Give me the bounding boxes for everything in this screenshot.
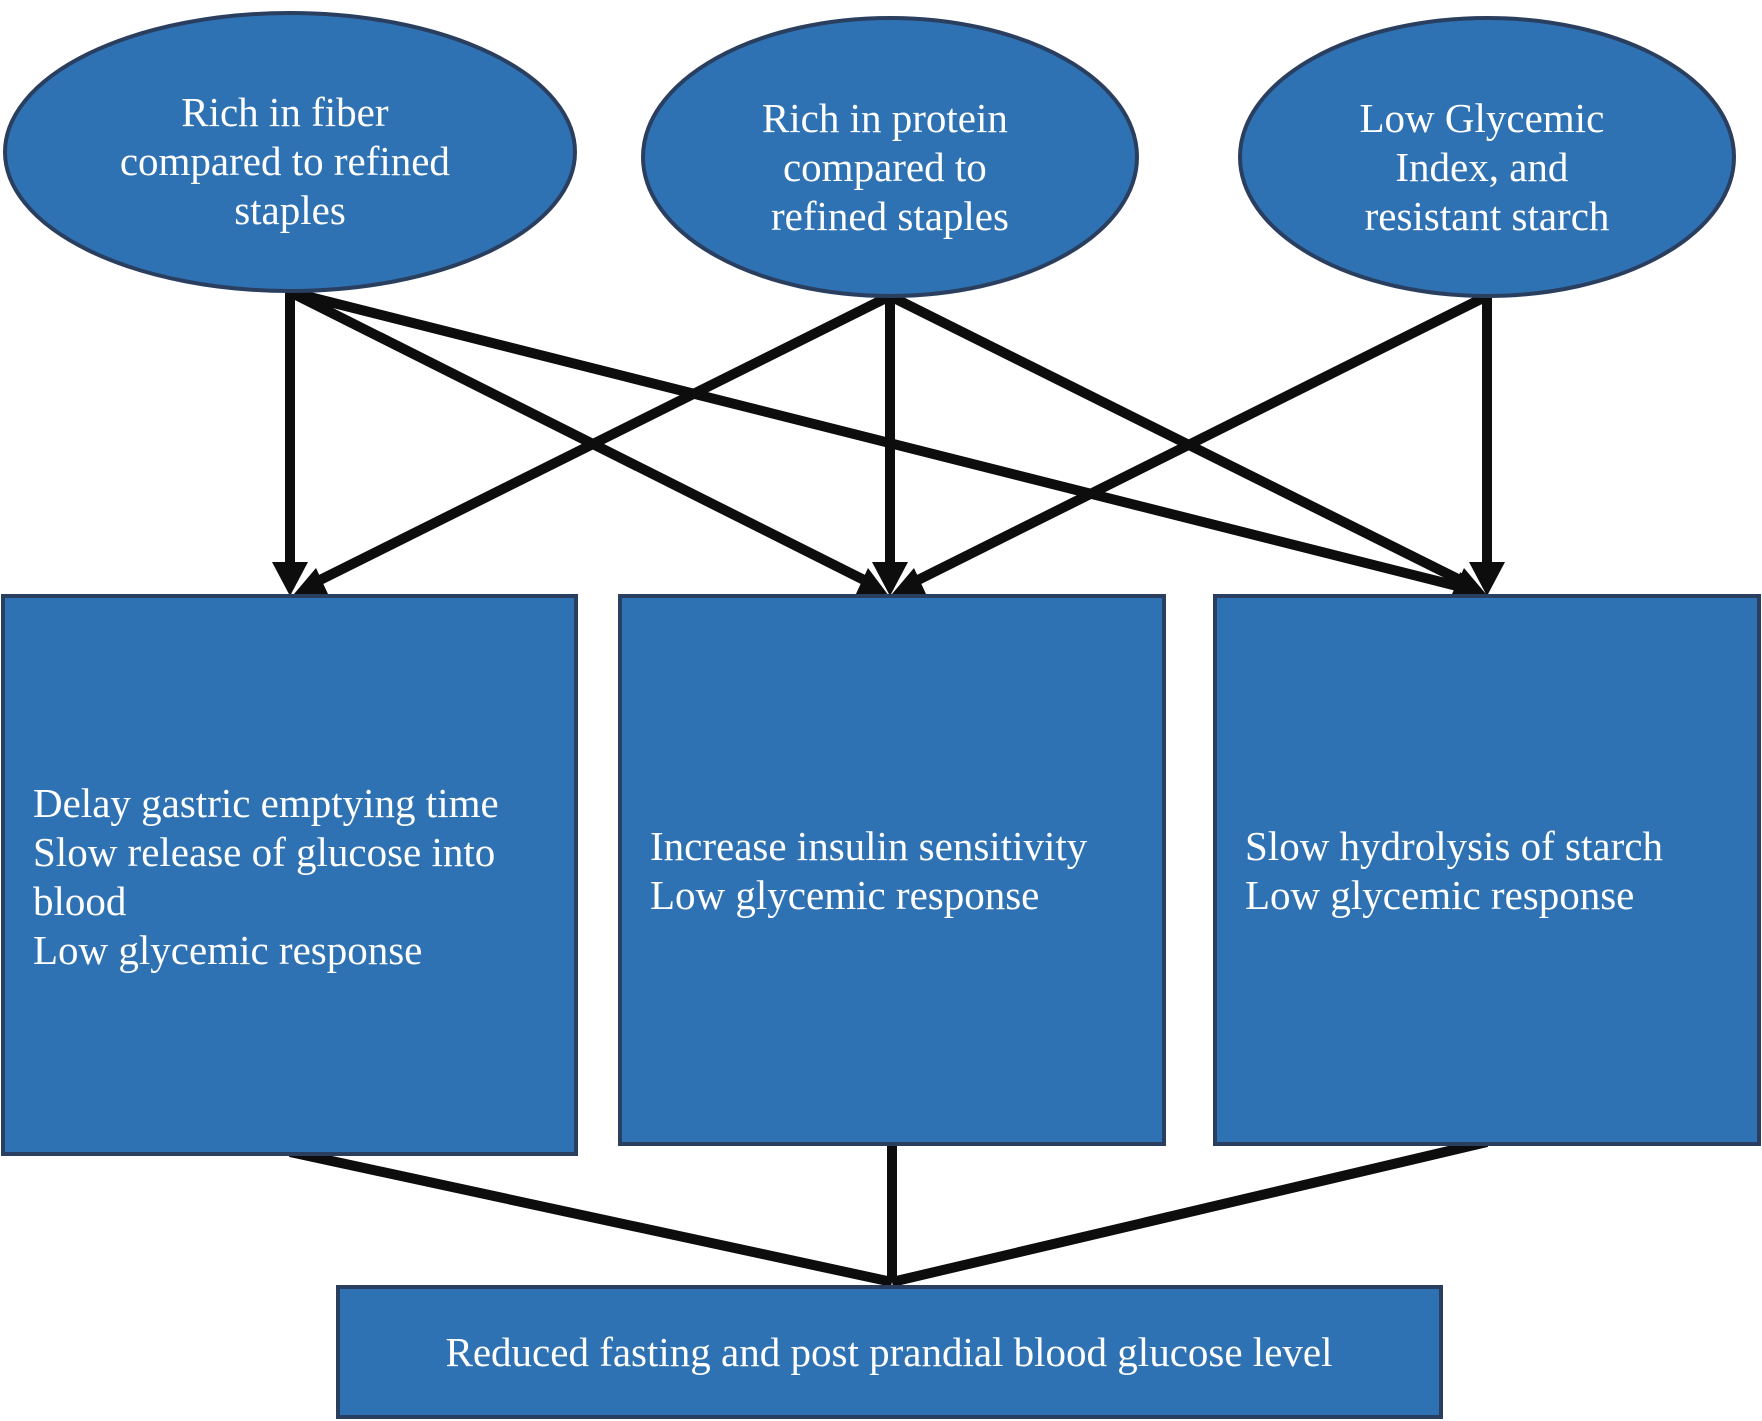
edge-fiber-starch [288, 287, 1467, 593]
effect-node-insulin: Increase insulin sensitivity Low glycemi… [618, 594, 1166, 1146]
svg-text:Increase insulin sensitivity: Increase insulin sensitivity Low glycemi… [650, 823, 1098, 918]
effect-insulin-line-1: Increase insulin sensitivity [650, 823, 1088, 869]
svg-text:Slow hydrolysis of starch: Slow hydrolysis of starch Low glycemic r… [1245, 823, 1673, 918]
arrowhead-protein-starch [1452, 568, 1486, 594]
effect-node-starch: Slow hydrolysis of starch Low glycemic r… [1213, 594, 1761, 1146]
edge-protein-gastric [309, 291, 893, 589]
edge-gastric-glucose [288, 1147, 894, 1287]
outcome-edges-layer [288, 1137, 1489, 1287]
source-node-gi: Low Glycemic Index, and resistant starch [1238, 16, 1736, 298]
source-gi-line-3: resistant starch [1365, 193, 1610, 239]
effect-gastric-line-2: Slow release of glucose into [33, 829, 495, 875]
source-node-protein: Rich in protein compared to refined stap… [641, 16, 1139, 298]
svg-text:Rich in protein compared: Rich in protein compared to refined stap… [762, 95, 1018, 239]
source-gi-line-2: Index, and [1395, 144, 1568, 190]
source-fiber-line-2: compared to refined [120, 138, 450, 184]
effect-insulin-line-2: Low glycemic response [650, 872, 1039, 918]
svg-text:Delay gastric emptying time: Delay gastric emptying time Slow release… [33, 780, 509, 973]
source-node-fiber: Rich in fiber compared to refined staple… [3, 11, 577, 293]
arrowhead-fiber-insulin [855, 568, 889, 596]
arrowhead-gi-insulin [892, 568, 926, 594]
effect-gastric-line-1: Delay gastric emptying time [33, 780, 499, 826]
source-protein-line-3: refined staples [771, 193, 1009, 239]
source-gi-line-1: Low Glycemic [1359, 95, 1604, 141]
effect-starch-line-2: Low glycemic response [1245, 872, 1634, 918]
effect-starch-line-1: Slow hydrolysis of starch [1245, 823, 1663, 869]
source-protein-line-1: Rich in protein [762, 95, 1008, 141]
edge-gi-insulin [907, 291, 1490, 589]
effect-gastric-line-3: blood [33, 878, 126, 924]
arrowhead-protein-gastric [294, 568, 328, 594]
arrowhead-protein-insulin [872, 562, 908, 596]
edges-layer [272, 287, 1505, 600]
source-fiber-line-3: staples [234, 187, 346, 233]
source-fiber-line-1: Rich in fiber [181, 89, 389, 135]
svg-text:Low Glycemic Index, and: Low Glycemic Index, and resistant starch [1359, 95, 1614, 239]
edge-fiber-insulin [287, 287, 875, 589]
effect-node-gastric: Delay gastric emptying time Slow release… [1, 594, 578, 1156]
outcome-label: Reduced fasting and post prandial blood … [446, 1329, 1333, 1375]
arrowhead-fiber-gastric [272, 562, 308, 596]
svg-text:Rich in fiber compared t: Rich in fiber compared to refined staple… [120, 89, 460, 233]
edge-protein-starch [887, 291, 1471, 589]
arrowhead-gi-starch [1469, 562, 1505, 596]
edge-starch-glucose [890, 1137, 1489, 1287]
outcome-node-glucose: Reduced fasting and post prandial blood … [336, 1285, 1443, 1419]
source-protein-line-2: compared to [783, 144, 987, 190]
effect-gastric-line-4: Low glycemic response [33, 927, 422, 973]
